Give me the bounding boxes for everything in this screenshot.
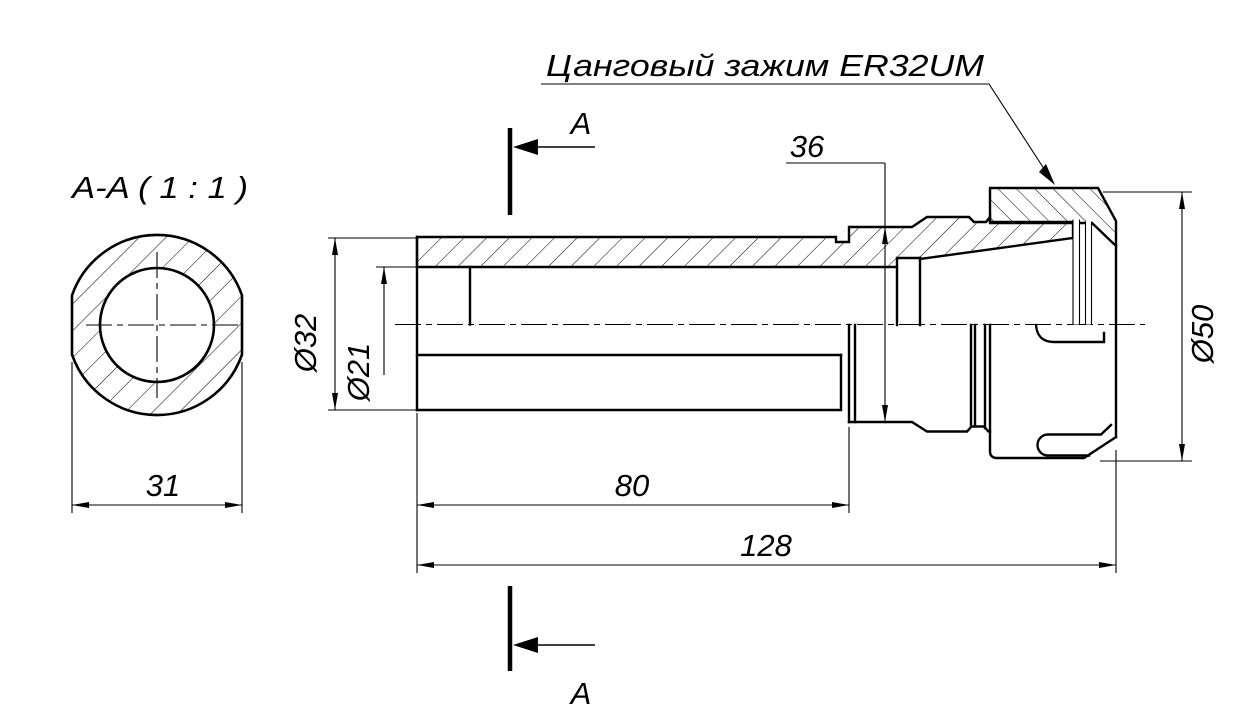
aa-hatch	[72, 234, 242, 416]
wrench-slot-bottom	[1036, 423, 1113, 457]
dim-label-dia32: Ø32	[288, 314, 323, 374]
collet-gap-edges	[1072, 219, 1093, 325]
section-view-title: A-A ( 1 : 1 )	[70, 170, 248, 205]
collet-pocket-edges	[895, 256, 922, 327]
callout-leader-line	[541, 83, 1051, 179]
nut-lower-external	[988, 323, 1118, 460]
aa-outer-profile	[70, 233, 244, 417]
dim-overall-length: 128	[417, 450, 1117, 573]
dim-bore-diameter: Ø21	[341, 266, 417, 403]
section-letter-bottom: A	[569, 676, 592, 711]
dim-body-outer-diameter: Ø32	[288, 237, 417, 411]
body-section-upper	[415, 213, 1075, 269]
dim-across-flats: 31	[71, 362, 243, 513]
collet-gap-blank-2	[1085, 221, 1092, 325]
dim-label-dia21: Ø21	[341, 343, 376, 403]
dim-nut-diameter: Ø50	[1100, 191, 1220, 462]
part-callout: Цанговый зажим ER32UM	[541, 48, 1055, 185]
dim-label-dia50: Ø50	[1185, 305, 1220, 365]
dim-label-31: 31	[146, 468, 180, 503]
body-lower-external	[415, 323, 992, 433]
section-letter-top: A	[569, 106, 592, 141]
section-cut-marks: A A	[507, 106, 595, 711]
callout-text: Цанговый зажим ER32UM	[546, 48, 984, 83]
dim-collar-diameter: 36	[786, 129, 888, 422]
section-cut-top: A	[507, 106, 595, 215]
section-cut-bottom: A	[507, 586, 595, 711]
wrench-slot-front	[1034, 323, 1106, 344]
dim-label-36: 36	[790, 129, 825, 164]
collet-gap-blank-1	[1073, 219, 1080, 325]
callout-arrowhead	[1039, 164, 1055, 185]
dim-label-80: 80	[615, 468, 649, 503]
dim-shank-length: 80	[416, 413, 850, 573]
dimensions: Ø32 Ø21 36 Ø50 80	[288, 129, 1220, 573]
main-view	[395, 186, 1145, 460]
section-view-aa: A-A ( 1 : 1 ) 31	[70, 170, 248, 513]
dim-label-128: 128	[740, 528, 792, 563]
